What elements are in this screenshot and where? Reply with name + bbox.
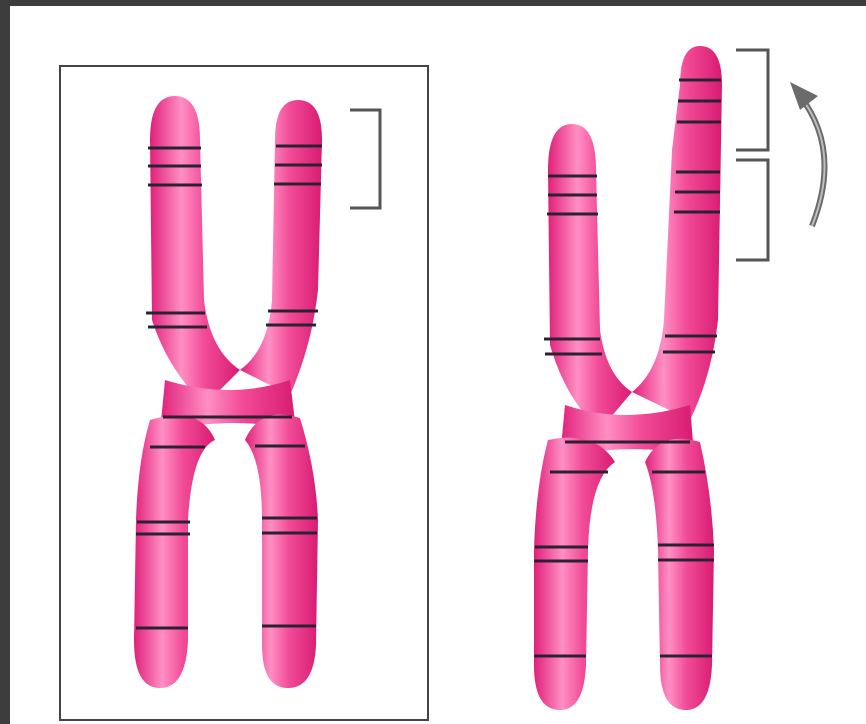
arrowhead-icon [790,82,818,110]
right-lower-arm [245,414,318,688]
dup-left-upper-arm [548,124,632,430]
left-upper-arm [150,96,240,405]
region-bracket-normal [350,110,380,208]
duplicated-chromosome [534,46,722,710]
duplication-arrow [790,82,825,226]
dup-left-lower-arm [534,438,615,710]
dup-right-lower-arm [645,439,714,710]
right-upper-arm [240,100,322,395]
normal-chromosome [134,96,322,688]
left-lower-arm [134,416,215,689]
region-bracket-original [736,50,768,150]
region-bracket-duplicate [736,160,768,260]
